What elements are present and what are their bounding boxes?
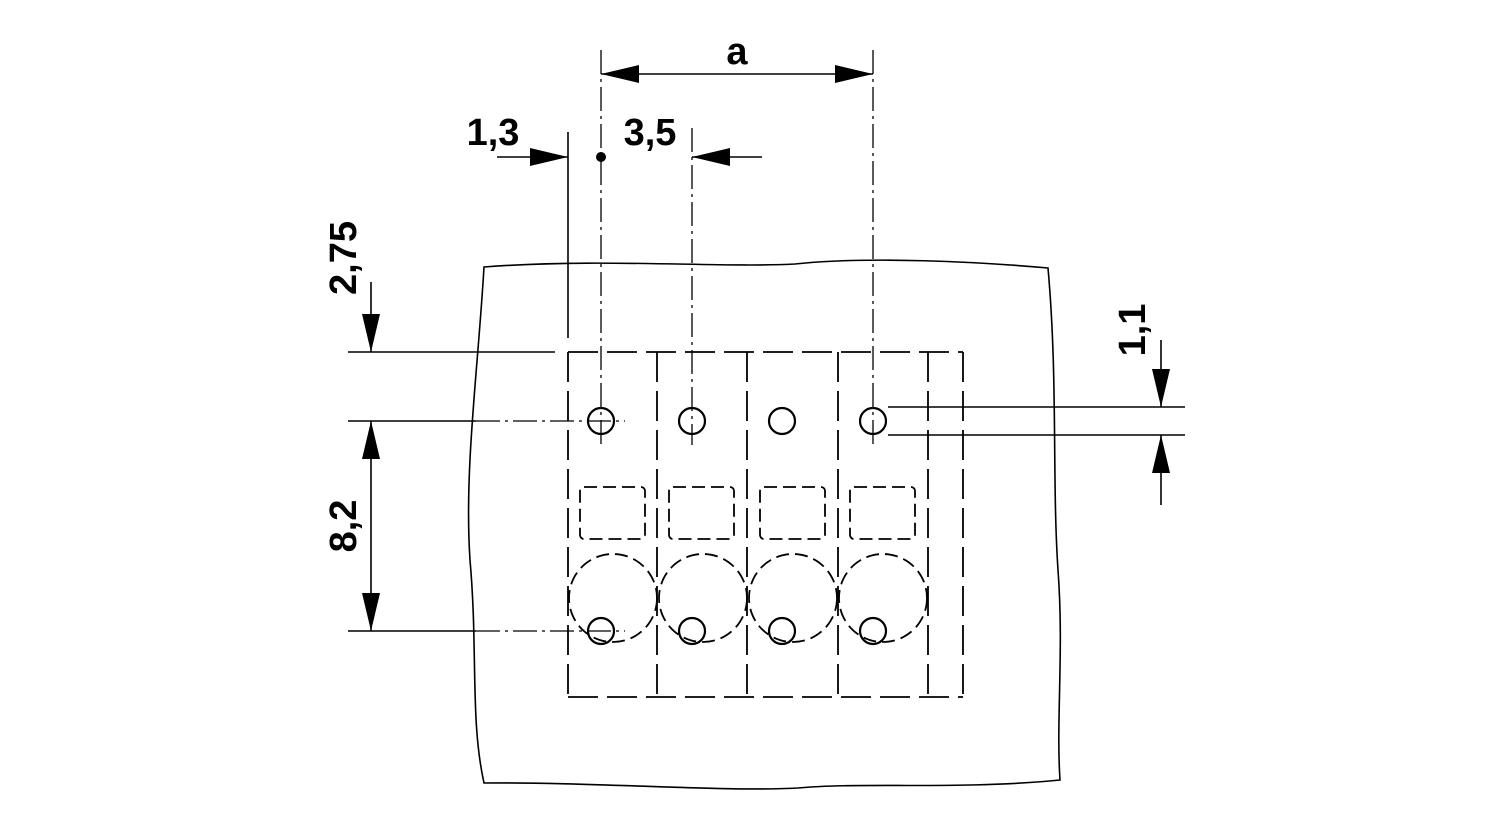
dim-label-2-75: 2,75 (323, 221, 365, 295)
release-slots (579, 486, 916, 540)
connector-housing (567, 351, 964, 698)
dim-label-8-2: 8,2 (323, 500, 365, 553)
datum-dot (596, 152, 606, 162)
dim-label-1-3: 1,3 (467, 112, 520, 154)
pin-holes-top-row (586, 406, 888, 436)
dim-label-3-5: 3,5 (624, 112, 677, 154)
center-lines (476, 50, 874, 632)
extension-lines (348, 132, 1185, 632)
dimension-1-1: 1,1 (1112, 304, 1170, 505)
dimension-2-75: 2,75 (323, 221, 380, 352)
dim-label-1-1: 1,1 (1112, 304, 1154, 357)
dimension-8-2: 8,2 (323, 421, 380, 631)
dim-label-a: a (726, 31, 748, 73)
board-outline (467, 259, 1062, 790)
pin-holes-bottom-row (586, 616, 888, 646)
conductor-entries (568, 553, 928, 643)
dimension-a: a (601, 31, 873, 83)
dimension-offset: 1,3 3,5 (467, 112, 762, 166)
